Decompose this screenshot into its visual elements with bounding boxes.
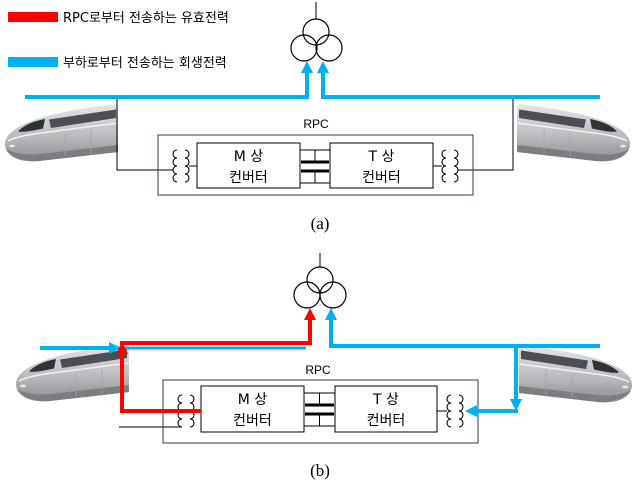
arrow-up-icon [301,61,313,73]
transformer-icon [290,2,343,62]
regenerative-power-flow [40,308,600,417]
t-converter-phase: T 상 [372,392,399,408]
legend-swatch-blue [8,57,58,67]
regenerative-power-flow [25,61,600,99]
m-converter-phase: M 상 [234,149,264,165]
t-phase-converter: T 상 컨버터 [329,142,434,189]
active-power-flow [116,308,316,413]
arrow-left-icon [465,405,477,417]
left-train-image [4,103,119,163]
m-converter-label: 컨버터 [229,170,268,186]
legend-swatch-red [8,12,58,22]
right-train-image [518,344,633,404]
legend-label-active-power: RPC로부터 전송하는 유효전력 [63,11,229,26]
t-converter-label: 컨버터 [362,170,401,186]
arrow-up-icon [317,61,329,73]
left-coupling-transformer-icon [172,149,197,183]
panel-caption: (b) [310,461,330,480]
m-converter-label: 컨버터 [233,413,272,429]
dc-link-capacitor-icon [304,392,335,427]
m-phase-converter: M 상 컨버터 [200,385,305,433]
right-coupling-transformer-icon [437,394,464,428]
arrow-up-icon [325,308,337,320]
right-coupling-transformer-icon [433,149,459,183]
legend-item-active-power: RPC로부터 전송하는 유효전력 [8,11,229,26]
panel-caption: (a) [311,214,330,233]
arrow-up-icon [116,342,128,354]
arrow-down-icon [510,399,522,411]
dc-link-capacitor-icon [300,149,330,184]
rpc-label: RPC [303,117,329,131]
m-phase-converter: M 상 컨버터 [196,142,301,189]
legend: RPC로부터 전송하는 유효전력 부하로부터 전송하는 회생전력 [8,11,229,71]
left-train-image [15,343,130,403]
left-feeder-wire [116,98,173,171]
legend-item-regenerative-power: 부하로부터 전송하는 회생전력 [8,56,227,71]
arrow-up-icon [304,308,316,320]
rpc-label: RPC [305,363,331,377]
t-phase-converter: T 상 컨버터 [334,385,438,433]
rpc-box [157,134,474,196]
t-converter-phase: T 상 [368,149,395,165]
panel-b: RPC M 상 컨버터 T 상 컨버터 [15,253,633,480]
arrow-right-icon [109,342,121,354]
transformer-icon [293,253,347,309]
right-train-image [516,103,631,163]
legend-label-regenerative-power: 부하로부터 전송하는 회생전력 [63,56,227,71]
panel-a: RPC M 상 컨버터 T 상 컨버터 [4,2,631,233]
right-feeder-wire [458,98,514,171]
m-converter-phase: M 상 [238,392,268,408]
t-converter-label: 컨버터 [367,413,406,429]
